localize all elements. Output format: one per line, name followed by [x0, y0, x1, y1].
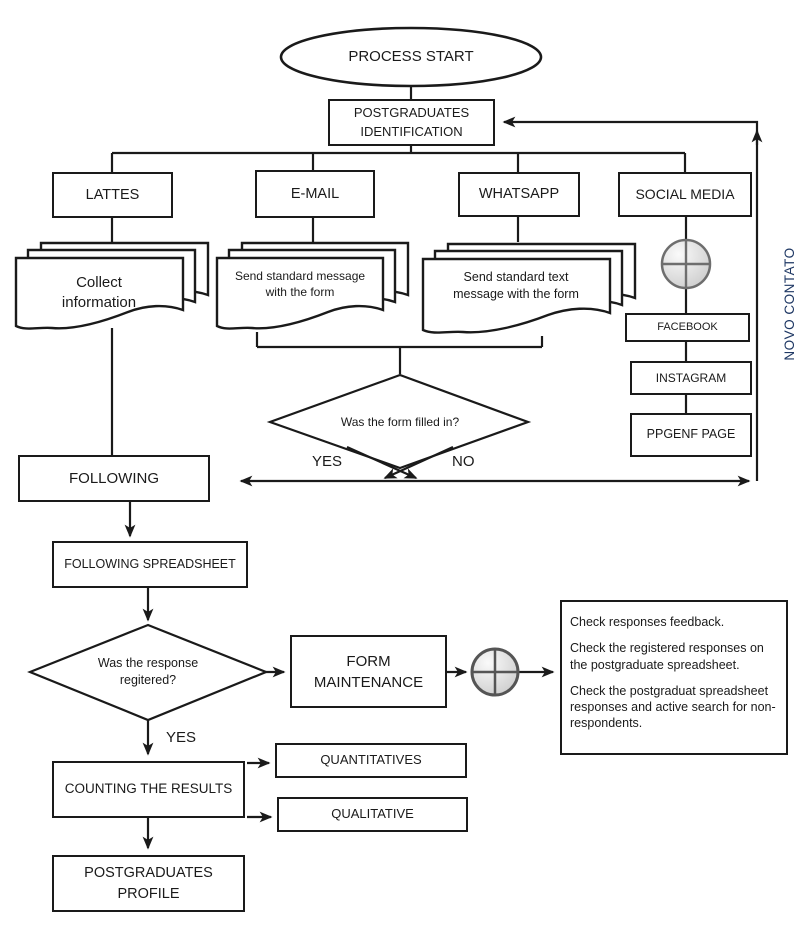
- node-qualitative: QUALITATIVE: [277, 797, 468, 832]
- node-social-media: SOCIAL MEDIA: [618, 172, 752, 217]
- feedback-checklist-item: Check responses feedback.: [570, 615, 725, 629]
- process-start-label: PROCESS START: [348, 47, 474, 65]
- document-whatsapp-message-label: Send standard text message with the form: [453, 270, 579, 301]
- node-following: FOLLOWING: [18, 455, 210, 502]
- node-counting-the-results: COUNTING THE RESULTS: [52, 761, 245, 818]
- node-whatsapp: WHATSAPP: [458, 172, 580, 217]
- document-email-message-label: Send standard message with the form: [234, 268, 366, 299]
- node-quantitatives: QUANTITATIVES: [275, 743, 467, 778]
- decision-form-diamond: [266, 373, 532, 470]
- decision-response-label: Was the response regitered?: [97, 656, 199, 687]
- document-stack-email-message: [215, 241, 410, 330]
- feedback-checklist-item: Check the registered responses on the po…: [570, 641, 764, 672]
- node-instagram: INSTAGRAM: [630, 361, 752, 395]
- document-stack-whatsapp-message: [421, 242, 637, 334]
- node-facebook: FACEBOOK: [625, 313, 750, 342]
- node-lattes: LATTES: [52, 172, 173, 218]
- process-start-ellipse: [279, 26, 543, 88]
- node-ppgenf-page: PPGENF PAGE: [630, 413, 752, 457]
- feedback-checklist-item: Check the postgraduat spreadsheet respon…: [570, 683, 776, 731]
- decision-form-no-label: NO: [452, 453, 475, 470]
- decision-response-diamond: [27, 623, 269, 722]
- flow-connectors: [110, 86, 763, 850]
- decision-form-label: Was the form filled in?: [340, 414, 460, 429]
- novo-contato-label: NOVO CONTATO: [781, 247, 797, 361]
- node-postgraduates-identification: POSTGRADUATES IDENTIFICATION: [328, 99, 495, 146]
- decision-form-split-arrows: [346, 445, 454, 480]
- connector-circle-form-maintenance: [470, 647, 520, 697]
- feedback-checklist-box: Check responses feedback. Check the regi…: [560, 600, 788, 755]
- node-postgraduates-profile: POSTGRADUATES PROFILE: [52, 855, 245, 912]
- node-following-spreadsheet: FOLLOWING SPREADSHEET: [52, 541, 248, 588]
- document-stack-collect-information: [14, 241, 210, 330]
- connector-circle-social-media: [660, 238, 712, 290]
- document-collect-information-label: Collect information: [61, 273, 137, 311]
- node-email: E-MAIL: [255, 170, 375, 218]
- node-form-maintenance: FORM MAINTENANCE: [290, 635, 447, 708]
- decision-form-yes-label: YES: [312, 453, 343, 470]
- decision-response-yes-label: YES: [166, 729, 197, 746]
